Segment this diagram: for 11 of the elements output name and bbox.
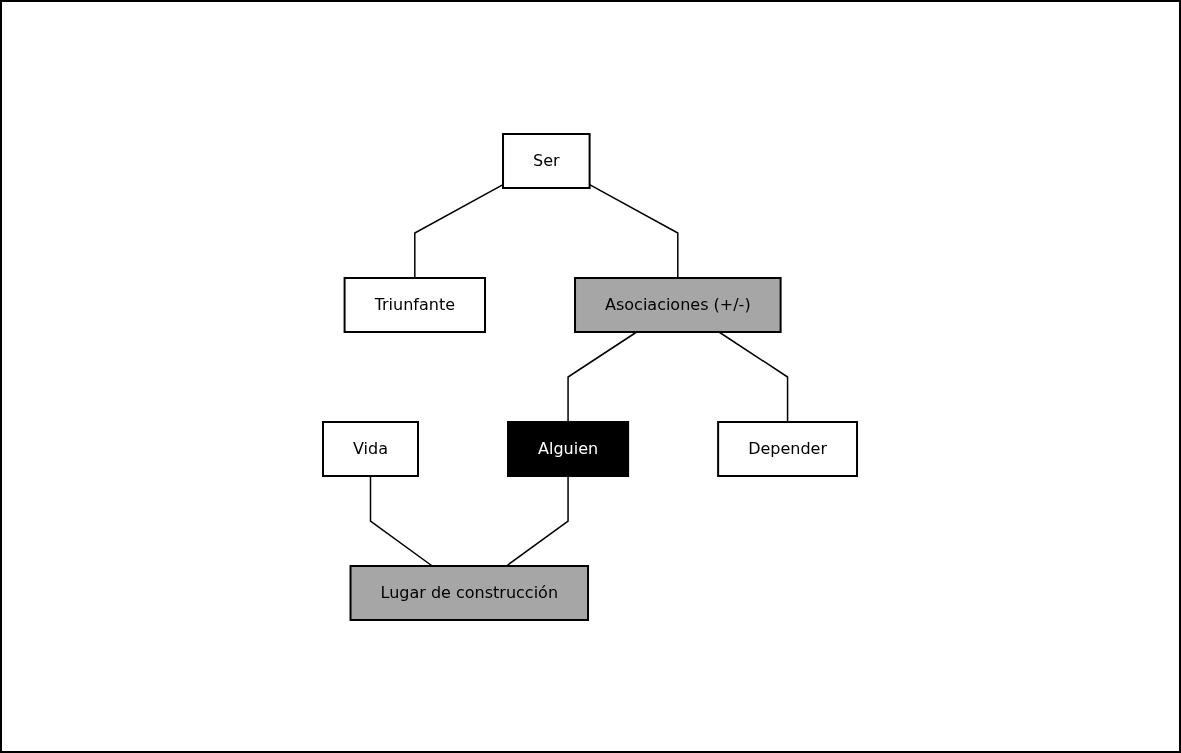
node-box: Depender [717,420,859,477]
connector [718,330,789,423]
node-box: Alguien [507,420,630,477]
node-box: Lugar de construcción [350,564,590,621]
node-box: Ser [502,132,592,189]
node-box: Vida [322,420,420,477]
connector [370,474,434,567]
connector [567,330,638,423]
node-box: Triunfante [344,276,487,333]
node-box: Asociaciones (+/-) [574,276,783,333]
connector [506,474,570,567]
